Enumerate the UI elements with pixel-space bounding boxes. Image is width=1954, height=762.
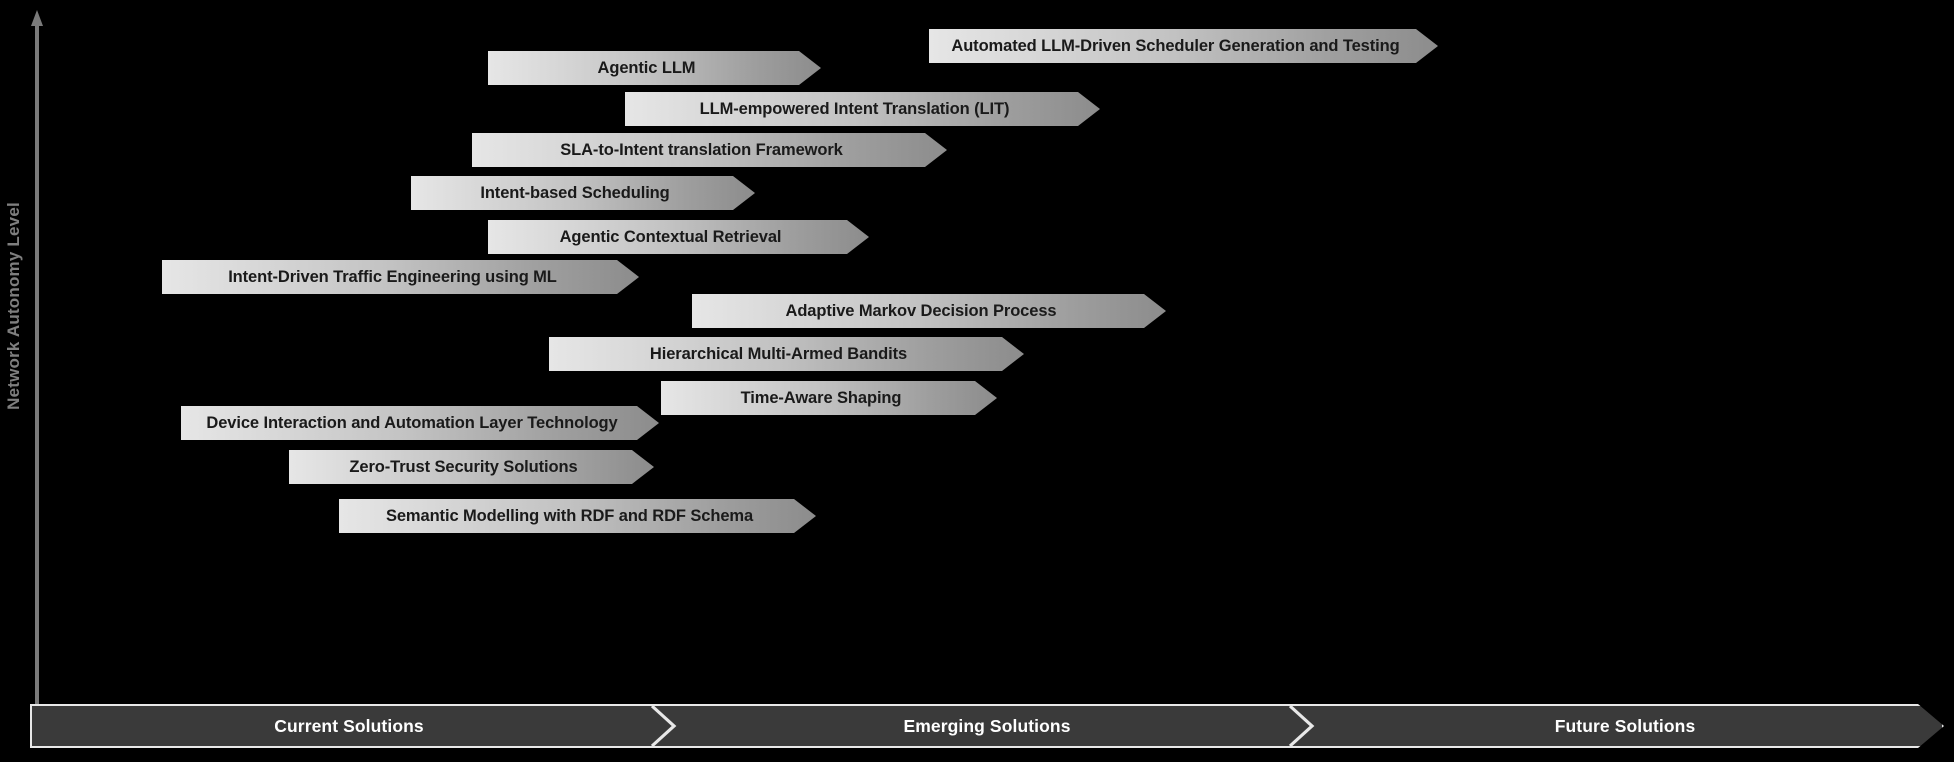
solution-arrow-label: Semantic Modelling with RDF and RDF Sche… <box>385 506 754 525</box>
solution-arrow-label: Intent-Driven Traffic Engineering using … <box>228 267 557 286</box>
solution-arrow[interactable]: Agentic LLM <box>488 51 821 85</box>
solution-arrow-label: Agentic Contextual Retrieval <box>559 227 782 246</box>
phase-label-1[interactable]: Current Solutions <box>274 715 424 736</box>
up-arrow-axis-icon <box>31 10 43 710</box>
solution-arrow[interactable]: Adaptive Markov Decision Process <box>692 294 1166 328</box>
solution-arrow-label: Device Interaction and Automation Layer … <box>206 413 618 432</box>
solution-arrow[interactable]: LLM-empowered Intent Translation (LIT) <box>625 92 1100 126</box>
phase-axis-background <box>30 704 1944 748</box>
solution-arrow[interactable]: Intent-based Scheduling <box>411 176 755 210</box>
phase-label-3[interactable]: Future Solutions <box>1554 715 1696 736</box>
solution-arrow[interactable]: SLA-to-Intent translation Framework <box>472 133 947 167</box>
solution-arrow[interactable]: Device Interaction and Automation Layer … <box>181 406 659 440</box>
solution-arrow[interactable]: Zero-Trust Security Solutions <box>289 450 654 484</box>
solution-arrow-label: Time-Aware Shaping <box>740 388 902 407</box>
solution-arrow-label: Hierarchical Multi-Armed Bandits <box>649 344 908 363</box>
solution-arrow[interactable]: Time-Aware Shaping <box>661 381 997 415</box>
chevron-separator-2-icon <box>1286 704 1316 748</box>
y-axis-arrow <box>30 10 44 710</box>
solution-arrow-label: SLA-to-Intent translation Framework <box>560 140 843 159</box>
chevron-separator-1-icon <box>648 704 678 748</box>
solution-arrow[interactable]: Intent-Driven Traffic Engineering using … <box>162 260 639 294</box>
solution-arrow-label: Zero-Trust Security Solutions <box>349 457 578 476</box>
solution-arrow[interactable]: Automated LLM-Driven Scheduler Generatio… <box>929 29 1438 63</box>
solution-arrow[interactable]: Semantic Modelling with RDF and RDF Sche… <box>339 499 816 533</box>
phase-label-2[interactable]: Emerging Solutions <box>903 715 1071 736</box>
phase-axis: Current Solutions Emerging Solutions Futur… <box>30 704 1944 748</box>
solution-arrow-label: Agentic LLM <box>597 58 696 77</box>
solution-arrow[interactable]: Hierarchical Multi-Armed Bandits <box>549 337 1024 371</box>
solution-arrow[interactable]: Agentic Contextual Retrieval <box>488 220 869 254</box>
y-axis-label: Network Autonomy Level <box>4 202 23 410</box>
solution-arrow-label: Adaptive Markov Decision Process <box>785 301 1057 320</box>
solution-arrow-label: Automated LLM-Driven Scheduler Generatio… <box>951 36 1400 55</box>
solution-arrow-label: LLM-empowered Intent Translation (LIT) <box>699 99 1010 118</box>
solution-arrow-label: Intent-based Scheduling <box>480 183 670 202</box>
